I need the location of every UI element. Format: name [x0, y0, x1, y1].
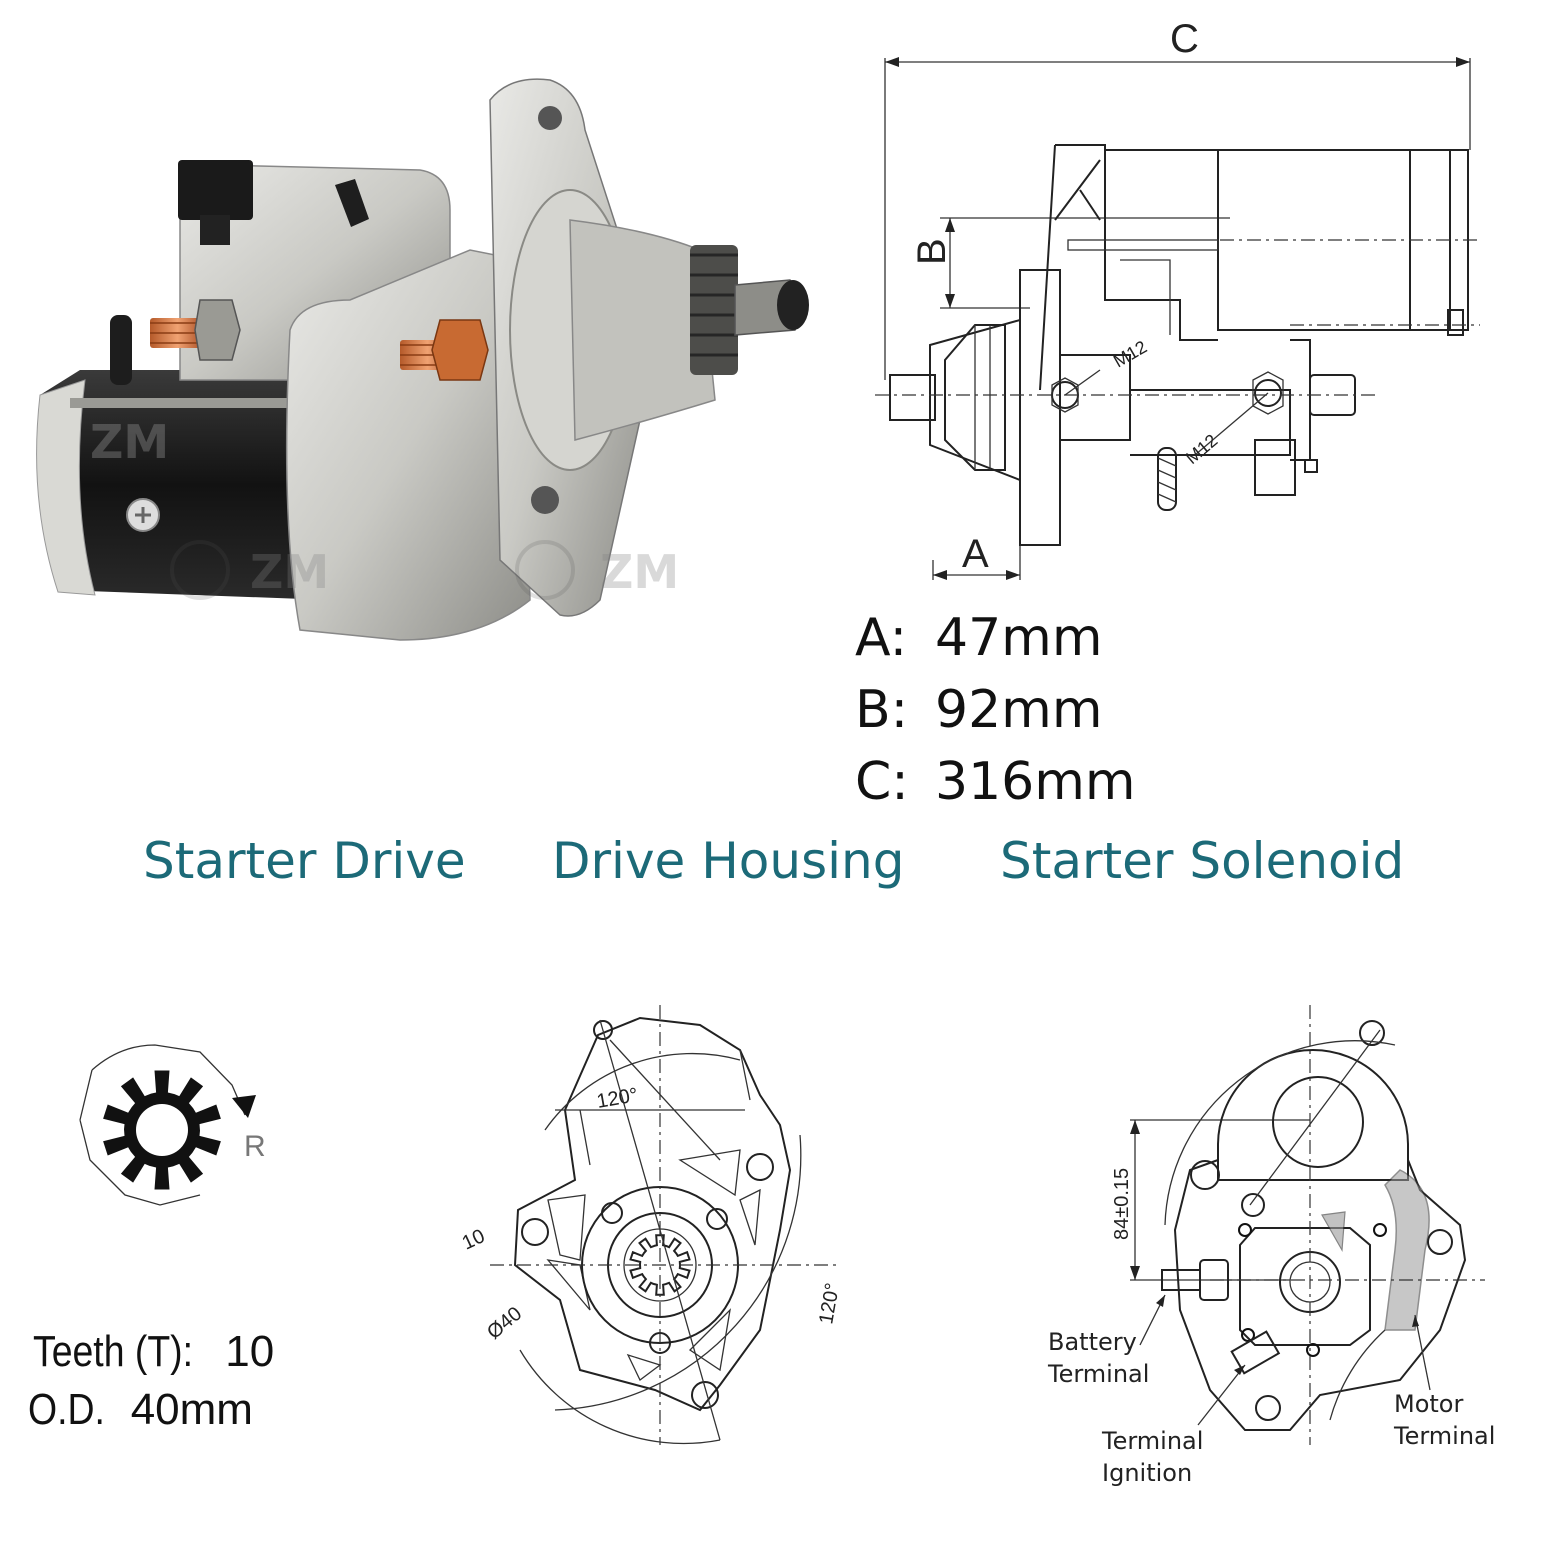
spec-b-key: B: [855, 680, 909, 740]
teeth-value: 10 [225, 1327, 275, 1376]
watermark-logo: ZM [250, 545, 330, 599]
motor-terminal-line-2: Terminal [1394, 1422, 1496, 1450]
section-title-drive-housing: Drive Housing [552, 832, 905, 890]
spec-b: B: 92mm [855, 680, 1136, 752]
od-value: 40mm [130, 1385, 253, 1434]
spec-b-value: 92mm [935, 680, 1103, 740]
terminal-ignition-line-1: Terminal [1102, 1427, 1204, 1455]
spec-a: A: 47mm [855, 608, 1136, 680]
watermark-logo: ZM [90, 415, 170, 469]
motor-terminal-label: Motor Terminal [1394, 1388, 1495, 1452]
solenoid-mount-dimension: 84±0.15 [1111, 1168, 1133, 1240]
battery-terminal-label: Battery Terminal [1048, 1326, 1149, 1390]
spec-a-key: A: [855, 608, 908, 668]
spec-c-key: C: [855, 752, 909, 812]
dimension-letter-a: A [962, 532, 989, 576]
dimension-letter-c: C [1170, 17, 1199, 61]
housing-pinion [629, 1234, 691, 1296]
od-label: O.D. [28, 1385, 105, 1434]
motor-terminal-line-1: Motor [1394, 1390, 1464, 1418]
terminal-ignition-line-2: Ignition [1102, 1459, 1193, 1487]
spec-list: A: 47mm B: 92mm C: 316mm [855, 608, 1136, 824]
gear-bore [136, 1104, 188, 1156]
rotation-direction-label: R [244, 1130, 266, 1163]
teeth-label: Teeth (T): [33, 1327, 194, 1376]
battery-terminal-line-1: Battery [1048, 1328, 1137, 1356]
spec-c: C: 316mm [855, 752, 1136, 824]
terminal-ignition-label: Terminal Ignition [1102, 1425, 1203, 1489]
section-title-starter-solenoid: Starter Solenoid [1000, 832, 1405, 890]
dimension-letter-b: B [910, 238, 954, 265]
section-title-starter-drive: Starter Drive [143, 832, 466, 890]
outer-diameter: O.D. 40mm [28, 1385, 253, 1435]
housing-pinion-teeth [629, 1234, 691, 1296]
spec-c-value: 316mm [935, 752, 1136, 812]
pinion-gear [103, 1070, 221, 1190]
spec-a-value: 47mm [935, 608, 1103, 668]
battery-terminal-line-2: Terminal [1048, 1360, 1150, 1388]
watermark-logo: ZM [600, 545, 680, 599]
teeth-count: Teeth (T): 10 [33, 1327, 274, 1377]
